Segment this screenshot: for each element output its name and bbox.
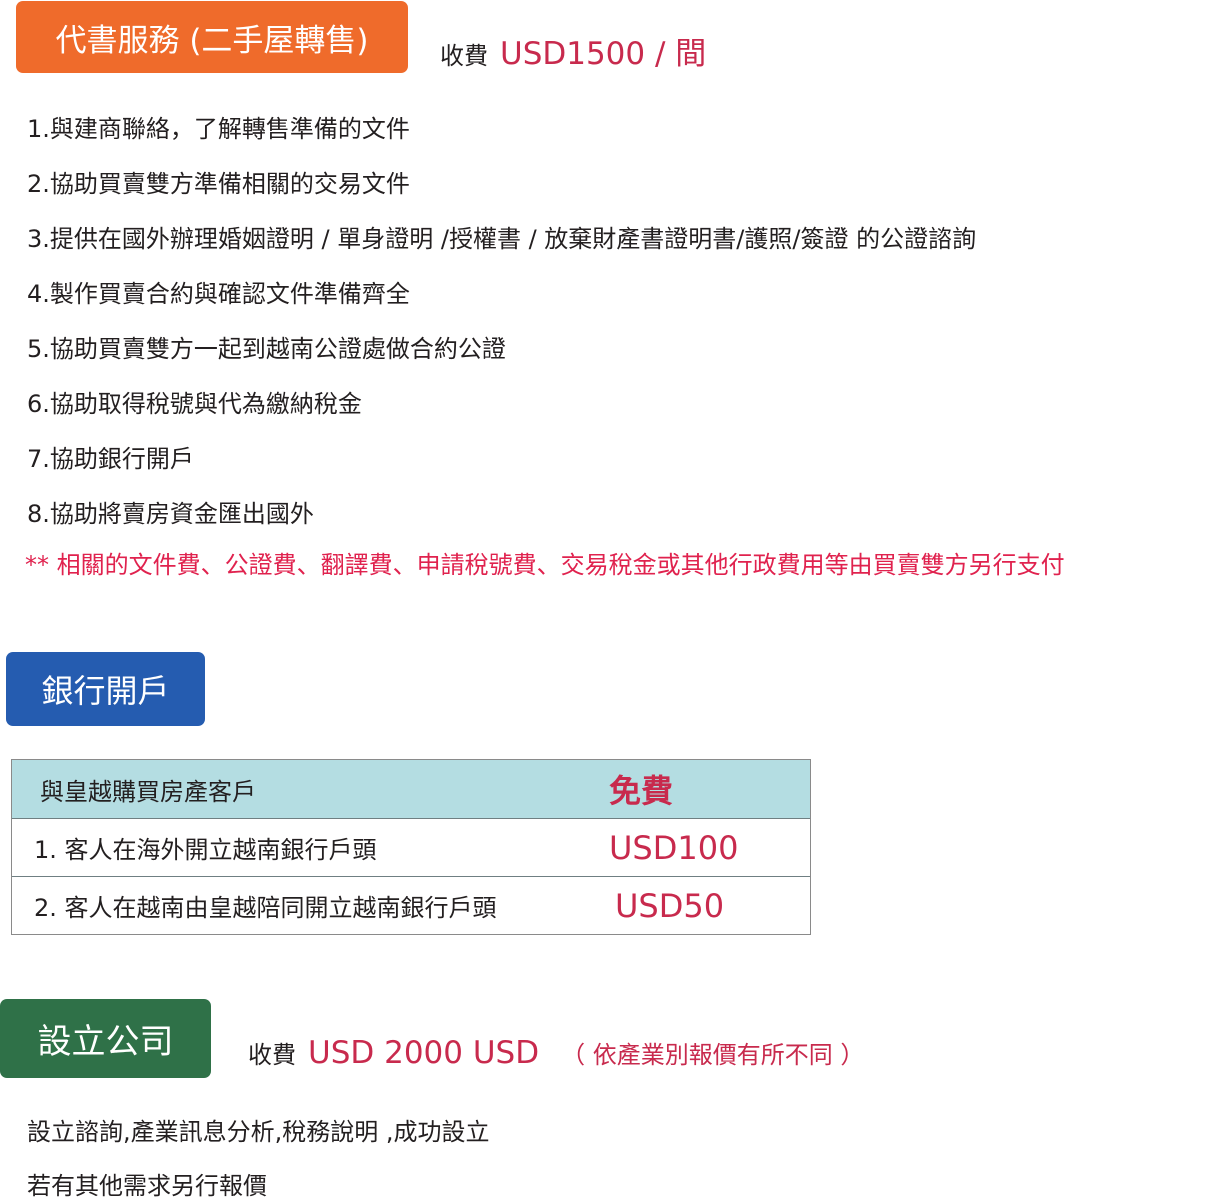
resale-service-heading: 代書服務 (二手屋轉售) [16,1,408,73]
table-row-label: 1. 客人在海外開立越南銀行戶頭 [34,836,377,864]
company-service-description: 設立諮詢,產業訊息分析,稅務說明 ,成功設立 [27,1118,490,1146]
resale-fee-label: 收費 [440,42,488,70]
company-fee-label: 收費 [248,1041,296,1069]
bank-fee-table: 與皇越購買房產客戶 免費 1. 客人在海外開立越南銀行戶頭 USD100 2. … [11,759,811,935]
resale-service-list: 1.與建商聯絡，了解轉售準備的文件 2.協助買賣雙方準備相關的交易文件 3.提供… [27,109,976,549]
list-item: 3.提供在國外辦理婚姻證明 / 單身證明 /授權書 / 放棄財產書證明書/護照/… [27,225,977,253]
company-extra-quote-note: 若有其他需求另行報價 [27,1172,267,1200]
company-fee-amount: USD 2000 USD [308,1035,540,1071]
company-setup-heading-label: 設立公司 [37,1022,174,1062]
bank-account-heading: 銀行開戶 [6,652,205,726]
bank-account-heading-label: 銀行開戶 [41,672,170,710]
table-row: 1. 客人在海外開立越南銀行戶頭 USD100 [12,819,810,877]
table-row-price: USD100 [609,828,739,867]
list-item: 2.協助買賣雙方準備相關的交易文件 [27,170,410,198]
company-fee-note: （ 依產業別報價有所不同 ） [561,1041,865,1069]
list-item: 6.協助取得稅號與代為繳納稅金 [27,390,362,418]
resale-fee-line: 收費 USD1500 / 間 [440,28,706,73]
resale-fee-note: ** 相關的文件費、公證費、翻譯費、申請稅號費、交易稅金或其他行政費用等由買賣雙… [25,551,1065,579]
list-item: 5.協助買賣雙方一起到越南公證處做合約公證 [27,335,506,363]
list-item: 1.與建商聯絡，了解轉售準備的文件 [27,115,410,143]
list-item: 7.協助銀行開戶 [27,445,194,473]
table-row-label: 2. 客人在越南由皇越陪同開立越南銀行戶頭 [34,894,497,922]
table-row-price: USD50 [615,886,725,925]
table-row: 2. 客人在越南由皇越陪同開立越南銀行戶頭 USD50 [12,877,810,934]
company-setup-heading: 設立公司 [0,999,211,1078]
resale-service-heading-label: 代書服務 (二手屋轉售) [55,22,369,59]
resale-fee-amount: USD1500 / 間 [500,36,707,72]
table-header-row: 與皇越購買房產客戶 免費 [12,760,810,819]
table-header-label: 與皇越購買房產客戶 [40,777,256,806]
table-header-price: 免費 [609,772,674,810]
company-fee-line: 收費 USD 2000 USD （ 依產業別報價有所不同 ） [248,1035,864,1071]
list-item: 4.製作買賣合約與確認文件準備齊全 [27,280,410,308]
list-item: 8.協助將賣房資金匯出國外 [27,500,314,528]
